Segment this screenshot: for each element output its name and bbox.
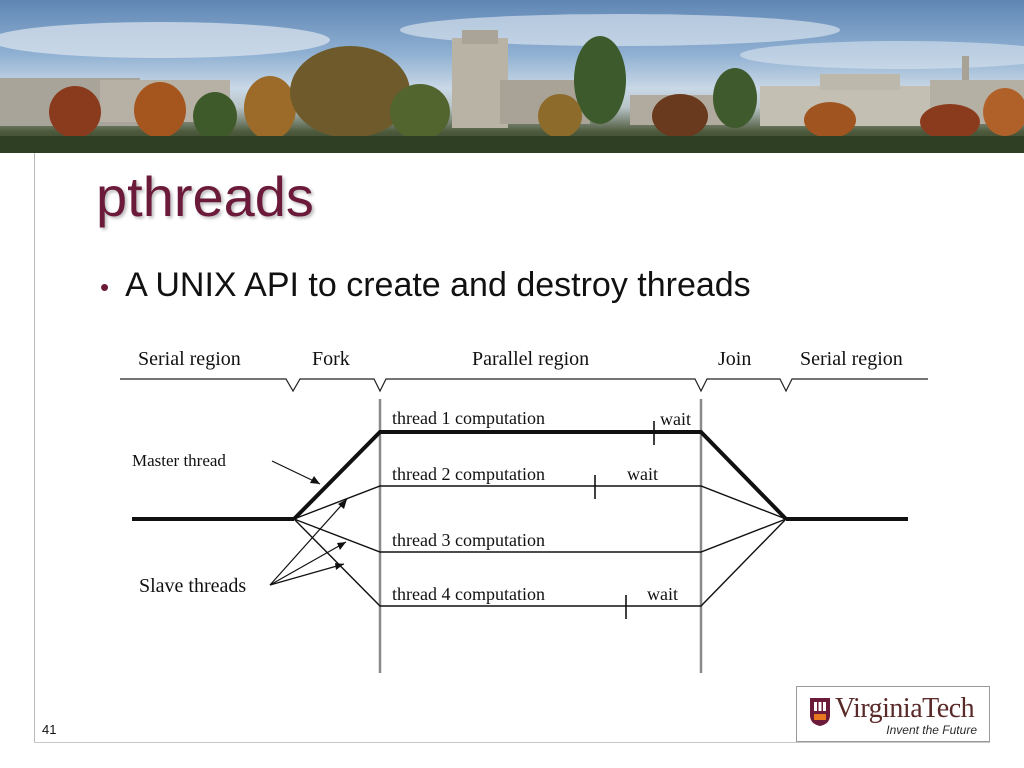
thread-2-label: thread 2 computation <box>392 464 545 484</box>
slave-threads-label: Slave threads <box>139 575 246 597</box>
campus-banner-image <box>0 0 1024 153</box>
thread-1-path <box>292 430 788 521</box>
thread-1-label: thread 1 computation <box>392 408 545 428</box>
slide-title: pthreads <box>96 165 314 228</box>
left-border-line <box>34 153 35 743</box>
region-brace-line <box>120 378 928 393</box>
slave-arrowhead-3 <box>335 563 344 570</box>
thread-3-label: thread 3 computation <box>392 530 545 550</box>
bullet-list: • A UNIX API to create and destroy threa… <box>100 266 751 305</box>
bullet-marker: • <box>100 272 110 302</box>
slave-arrowhead-1 <box>338 499 347 509</box>
thread-4-label: thread 4 computation <box>392 584 545 604</box>
thread-1-wait-label: wait <box>660 409 691 429</box>
fork-join-diagram: Serial region Fork Parallel region Join … <box>120 348 928 673</box>
logo-shield-icon <box>810 698 830 726</box>
thread-2-wait-label: wait <box>627 464 658 484</box>
master-thread-label: Master thread <box>132 451 226 470</box>
slave-pointer-2 <box>269 541 347 586</box>
region-label-parallel: Parallel region <box>472 348 589 370</box>
region-label-serial-left: Serial region <box>138 348 241 370</box>
region-label-serial-right: Serial region <box>800 348 903 370</box>
page-number: 41 <box>42 722 57 737</box>
virginia-tech-logo: VirginiaTech Invent the Future <box>796 686 990 742</box>
region-label-join: Join <box>718 348 751 370</box>
thread-4-path <box>293 518 787 607</box>
thread-2-path <box>293 485 787 520</box>
region-label-fork: Fork <box>312 348 350 370</box>
logo-tagline: Invent the Future <box>886 723 977 737</box>
slave-pointer-1 <box>269 498 348 586</box>
bullet-text: A UNIX API to create and destroy threads <box>125 266 751 304</box>
thread-4-wait-label: wait <box>647 584 678 604</box>
campus-banner-illustration <box>0 14 1024 153</box>
logo-name: VirginiaTech <box>835 693 975 724</box>
slave-arrowhead-2 <box>337 542 346 550</box>
slave-pointer-3 <box>269 563 345 586</box>
bullet-item: • A UNIX API to create and destroy threa… <box>100 266 751 305</box>
master-thread-arrowhead <box>310 476 320 484</box>
thread-3-path <box>293 518 787 553</box>
bottom-border-line <box>34 742 990 743</box>
